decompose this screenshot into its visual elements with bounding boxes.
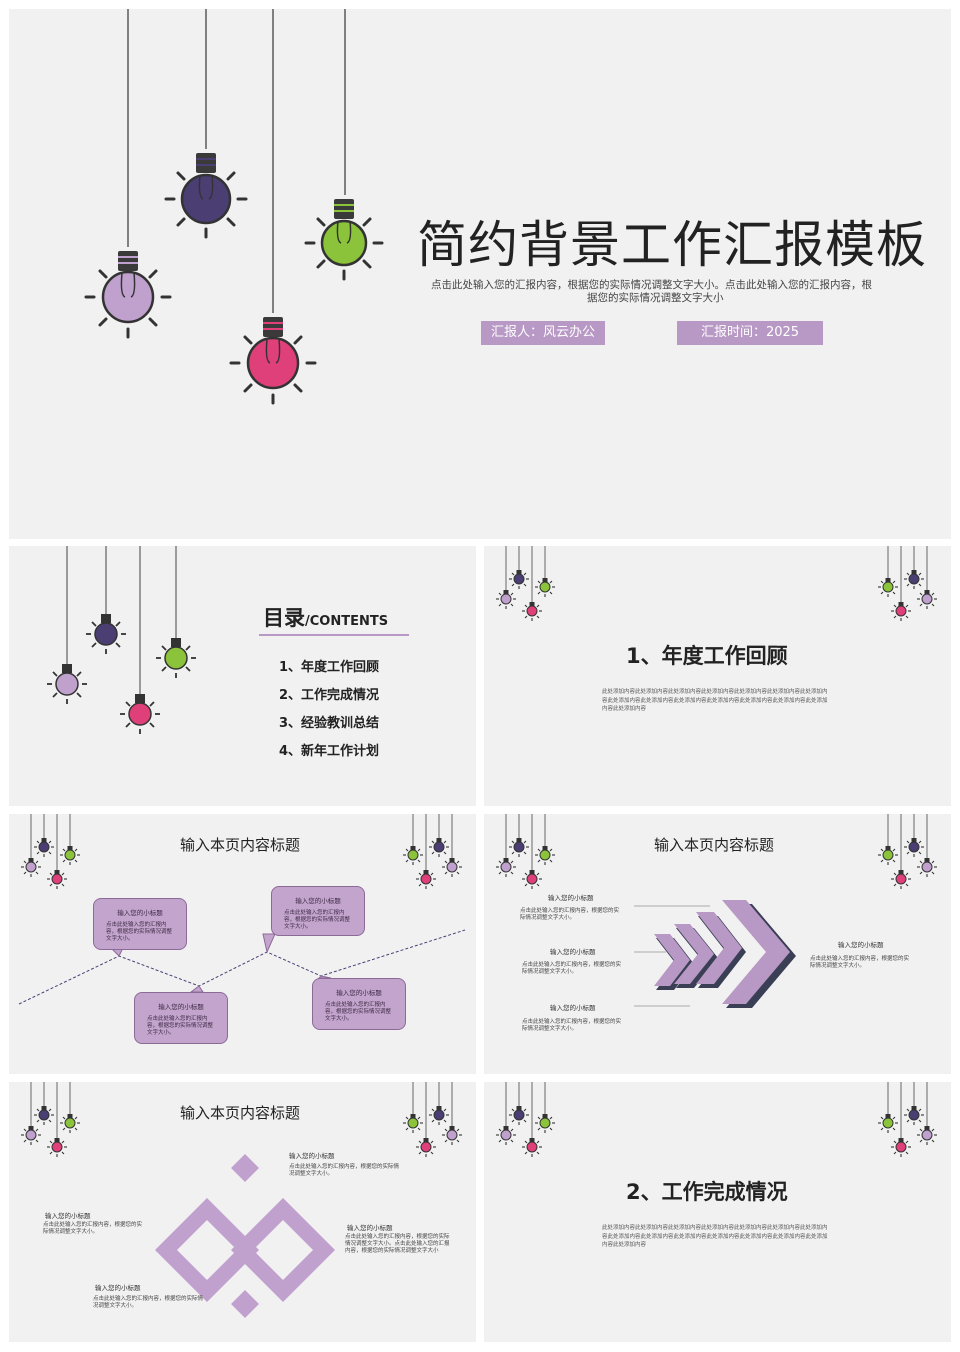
right-bulbs-icon <box>877 1082 938 1158</box>
left-bulbs-icon <box>495 1082 556 1158</box>
bulb-lilac-icon <box>83 241 173 345</box>
contents-slide: 目录/CONTENTS 1、年度工作回顾 2、工作完成情况 3、经验教训总结 4… <box>9 546 476 806</box>
right-bulbs-icon <box>877 814 938 890</box>
diamonds-title: 输入本页内容标题 <box>180 1104 301 1122</box>
report-time-badge: 汇报时间：2025 <box>677 321 823 345</box>
timeline-bubble-4: 输入您的小标题 点击此处输入您的汇报内容，根据您的实际情况调整文字大小。 <box>312 978 406 1030</box>
contents-title: 目录/CONTENTS <box>263 606 389 630</box>
bulb-green-icon <box>299 189 389 293</box>
right-bulbs-icon <box>402 1082 463 1158</box>
cover-title: 简约背景工作汇报模板 <box>417 216 927 274</box>
left-bulbs-icon <box>20 814 81 890</box>
bulb-strings <box>127 9 346 313</box>
section2-slide: 2、工作完成情况 此处添加内容此处添加内容此处添加内容此处添加内容此处添加内容此… <box>484 1082 951 1342</box>
diamonds-subtitle-1: 输入您的小标题 <box>289 1152 335 1160</box>
arrows-left-subtitle-1: 输入您的小标题 <box>548 894 594 902</box>
bulb-pink-icon <box>228 307 318 411</box>
contents-bulbs-icon <box>47 546 196 734</box>
diamonds-body-2: 点击此处输入您的汇报内容，根据您的实际情况调整文字大小。 <box>43 1222 143 1235</box>
contents-item-4[interactable]: 4、新年工作计划 <box>279 744 380 759</box>
arrows-left-body-1: 点击此处输入您的汇报内容，根据您的实际情况调整文字大小。 <box>520 908 620 921</box>
chevron-arrows-icon <box>634 900 796 1008</box>
cover-subtitle-line1: 点击此处输入您的汇报内容，根据您的实际情况调整文字大小。点击此处输入您的汇报内容… <box>431 279 872 291</box>
diamonds-slide: 输入本页内容标题 输入您的小标题 点击此处输入您的汇报内容，根据您的实际情况调整… <box>9 1082 476 1342</box>
contents-item-3[interactable]: 3、经验教训总结 <box>279 716 380 731</box>
arrows-right-body: 点击此处输入您的汇报内容，根据您的实际情况调整文字大小。 <box>810 956 910 969</box>
left-bulbs-icon <box>495 814 556 890</box>
section1-title: 1、年度工作回顾 <box>626 644 788 668</box>
arrows-left-body-2: 点击此处输入您的汇报内容，根据您的实际情况调整文字大小。 <box>522 962 622 975</box>
diamonds-subtitle-3: 输入您的小标题 <box>347 1224 393 1232</box>
diamonds-shape-icon <box>155 1154 335 1318</box>
diamonds-subtitle-2: 输入您的小标题 <box>45 1212 91 1220</box>
timeline-title: 输入本页内容标题 <box>180 836 301 854</box>
right-bulbs-icon <box>402 814 463 890</box>
left-bulbs-icon <box>20 1082 81 1158</box>
right-bulbs-icon <box>877 546 938 622</box>
diamonds-body-3: 点击此处输入您的汇报内容，根据您的实际情况调整文字大小。点击此处输入您的汇报内容… <box>345 1234 450 1254</box>
left-bulbs-icon <box>495 546 556 622</box>
section1-slide: 1、年度工作回顾 此处添加内容此处添加内容此处添加内容此处添加内容此处添加内容此… <box>484 546 951 806</box>
arrows-title: 输入本页内容标题 <box>654 836 775 854</box>
arrows-left-body-3: 点击此处输入您的汇报内容，根据您的实际情况调整文字大小。 <box>522 1019 622 1032</box>
arrows-slide: 输入本页内容标题 输入您的小标题 点击此处输入您的汇报内容，根据您的实际情况调整… <box>484 814 951 1074</box>
contents-item-1[interactable]: 1、年度工作回顾 <box>279 660 380 675</box>
section1-body: 此处添加内容此处添加内容此处添加内容此处添加内容此处添加内容此处添加内容此处添加… <box>602 689 828 712</box>
diamonds-body-4: 点击此处输入您的汇报内容，根据您的实际情况调整文字大小。 <box>93 1296 204 1309</box>
cover-subtitle-line2: 据您的实际情况调整文字大小 <box>587 292 724 304</box>
section2-title: 2、工作完成情况 <box>626 1180 788 1204</box>
diamonds-subtitle-4: 输入您的小标题 <box>95 1284 141 1292</box>
contents-divider <box>259 634 409 636</box>
cover-slide: 简约背景工作汇报模板 点击此处输入您的汇报内容，根据您的实际情况调整文字大小。点… <box>9 9 951 539</box>
arrows-left-subtitle-2: 输入您的小标题 <box>550 948 596 956</box>
timeline-bubble-3: 输入您的小标题 点击此处输入您的汇报内容，根据您的实际情况调整文字大小。 <box>134 992 228 1044</box>
diamonds-body-1: 点击此处输入您的汇报内容，根据您的实际情况调整文字大小。 <box>289 1164 400 1177</box>
timeline-slide: 输入本页内容标题 输入您的小标题 点击此处输入您的汇报内容，根据您的实际情况调整… <box>9 814 476 1074</box>
section2-body: 此处添加内容此处添加内容此处添加内容此处添加内容此处添加内容此处添加内容此处添加… <box>602 1225 828 1248</box>
timeline-dashed-line <box>18 929 466 1005</box>
arrows-right-subtitle: 输入您的小标题 <box>838 941 884 949</box>
arrows-left-subtitle-3: 输入您的小标题 <box>550 1004 596 1012</box>
timeline-bubble-2: 输入您的小标题 点击此处输入您的汇报内容，根据您的实际情况调整文字大小。 <box>271 886 365 936</box>
timeline-bubble-1: 输入您的小标题 点击此处输入您的汇报内容，根据您的实际情况调整文字大小。 <box>93 898 187 950</box>
contents-item-2[interactable]: 2、工作完成情况 <box>279 688 380 703</box>
reporter-badge: 汇报人：风云办公 <box>481 321 605 345</box>
bulb-purple-icon <box>161 143 251 247</box>
